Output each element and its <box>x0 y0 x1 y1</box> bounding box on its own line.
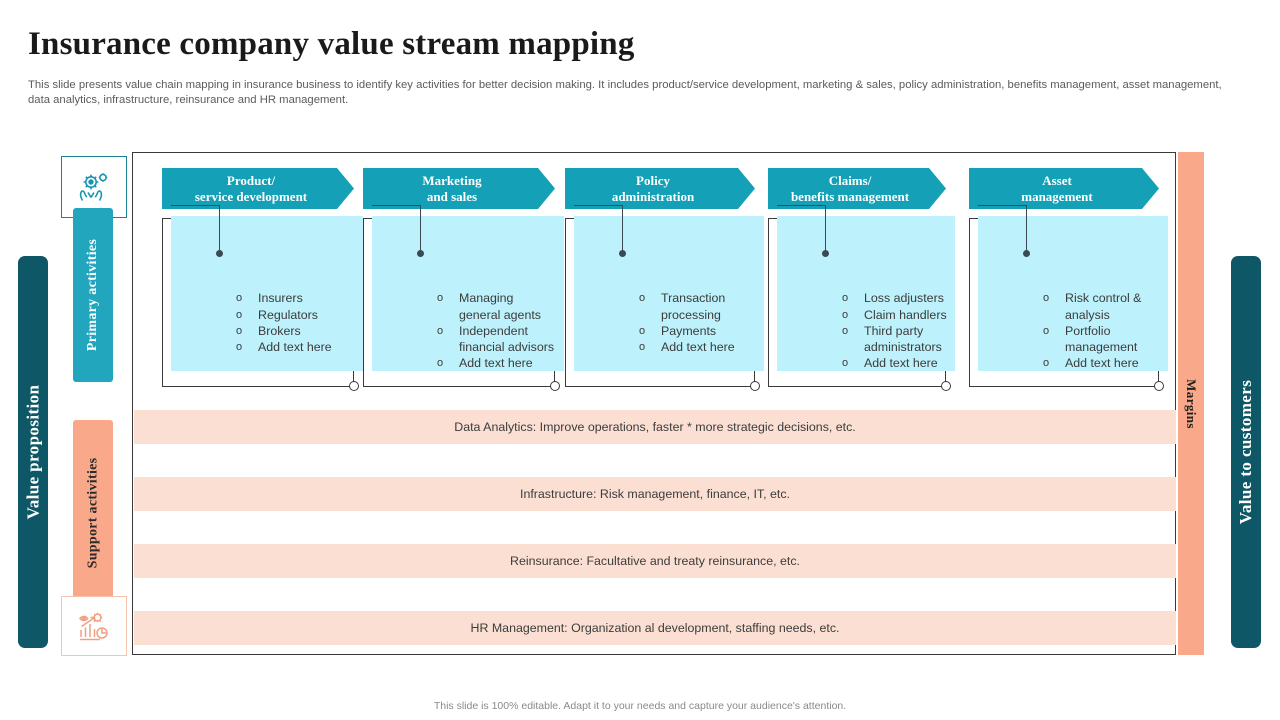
primary-column-1: Product/service developmentInsurersRegul… <box>162 168 363 391</box>
bullet-item: Claim handlers <box>840 307 947 323</box>
connector-dot <box>619 250 626 257</box>
connector-vertical <box>420 205 422 255</box>
connector-horizontal <box>171 205 220 207</box>
column-content-box: Managing general agentsIndependent finan… <box>363 205 564 391</box>
connector-vertical <box>825 205 827 255</box>
bullet-item: Third party administrators <box>840 323 947 355</box>
content-panel[interactable]: Risk control & analysisPortfolio managem… <box>978 205 1168 372</box>
support-band-3[interactable]: Reinsurance: Facultative and treaty rein… <box>134 544 1176 578</box>
content-panel[interactable]: Transaction processingPaymentsAdd text h… <box>574 205 764 371</box>
connector-horizontal <box>978 205 1027 207</box>
connector-end-circle <box>1154 381 1164 391</box>
connector-dot <box>822 250 829 257</box>
connector-dot <box>417 250 424 257</box>
content-panel[interactable]: Managing general agentsIndependent finan… <box>372 205 564 372</box>
bullet-item: Insurers <box>234 290 355 306</box>
support-activities-label: Support activities <box>85 457 101 569</box>
primary-activities-label: Primary activities <box>85 238 100 352</box>
support-band-2[interactable]: Infrastructure: Risk management, finance… <box>134 477 1176 511</box>
bullet-item: Payments <box>637 323 756 339</box>
primary-activities-icon-box <box>61 156 127 218</box>
bullet-item: Independent financial advisors <box>435 323 556 355</box>
bullet-item: Brokers <box>234 323 355 339</box>
connector-vertical <box>622 205 624 255</box>
support-activities-bar: Support activities <box>73 420 113 606</box>
margins-bar: Margins <box>1178 152 1204 655</box>
bullet-list: InsurersRegulatorsBrokersAdd text here <box>194 290 355 355</box>
column-content-box: InsurersRegulatorsBrokersAdd text here <box>162 205 363 391</box>
page-title: Insurance company value stream mapping <box>28 26 635 62</box>
bullet-item: Add text here <box>435 355 556 371</box>
value-to-customers-bar: Value to customers <box>1231 256 1261 648</box>
connector-vertical <box>1026 205 1028 255</box>
support-band-4[interactable]: HR Management: Organization al developme… <box>134 611 1176 645</box>
primary-column-4: Claims/benefits managementLoss adjusters… <box>768 168 955 391</box>
bullet-item: Add text here <box>234 339 355 355</box>
footer-note: This slide is 100% editable. Adapt it to… <box>433 700 847 712</box>
support-band-1[interactable]: Data Analytics: Improve operations, fast… <box>134 410 1176 444</box>
value-proposition-bar: Value proposition <box>18 256 48 648</box>
connector-dot <box>1023 250 1030 257</box>
primary-activities-bar: Primary activities <box>73 208 113 382</box>
bullet-item: Regulators <box>234 307 355 323</box>
connector-dot <box>216 250 223 257</box>
content-panel[interactable]: Loss adjustersClaim handlersThird party … <box>777 205 955 372</box>
bullet-list: Managing general agentsIndependent finan… <box>395 290 556 371</box>
column-title-line1: Policy <box>636 172 670 188</box>
primary-column-3: PolicyadministrationTransaction processi… <box>565 168 764 391</box>
column-title-line1: Marketing <box>422 172 482 188</box>
connector-end-circle <box>941 381 951 391</box>
bullet-list: Risk control & analysisPortfolio managem… <box>1001 290 1160 371</box>
bullet-list: Transaction processingPaymentsAdd text h… <box>597 290 756 355</box>
bullet-item: Add text here <box>840 355 947 371</box>
bullet-item: Add text here <box>637 339 756 355</box>
connector-horizontal <box>372 205 421 207</box>
column-title-line2: benefits management <box>790 188 910 204</box>
gear-in-hands-icon <box>79 173 108 201</box>
value-to-customers-label: Value to customers <box>1236 379 1256 525</box>
connector-end-circle <box>349 381 359 391</box>
column-header-chevron[interactable]: Claims/benefits management <box>768 168 946 209</box>
support-activities-icon-box <box>61 596 127 656</box>
content-panel[interactable]: InsurersRegulatorsBrokersAdd text here <box>171 205 363 371</box>
bullet-item: Transaction processing <box>637 290 756 322</box>
column-title-line1: Product/ <box>226 172 276 188</box>
bullet-item: Loss adjusters <box>840 290 947 306</box>
column-header-chevron[interactable]: Product/service development <box>162 168 354 209</box>
column-title-line1: Asset <box>1042 172 1072 188</box>
column-title-line2: and sales <box>426 188 478 204</box>
column-title-line2: service development <box>194 188 308 204</box>
column-content-box: Transaction processingPaymentsAdd text h… <box>565 205 764 391</box>
connector-horizontal <box>777 205 826 207</box>
column-title-line2: administration <box>611 188 695 204</box>
column-title-line2: management <box>1021 188 1093 204</box>
column-content-box: Loss adjustersClaim handlersThird party … <box>768 205 955 391</box>
value-proposition-label: Value proposition <box>23 384 43 520</box>
analytics-chart-icon <box>79 612 108 640</box>
margins-label: Margins <box>1184 378 1199 429</box>
bullet-list: Loss adjustersClaim handlersThird party … <box>800 290 947 371</box>
connector-end-circle <box>550 381 560 391</box>
bullet-item: Add text here <box>1041 355 1160 371</box>
connector-horizontal <box>574 205 623 207</box>
connector-end-circle <box>750 381 760 391</box>
primary-column-5: AssetmanagementRisk control & analysisPo… <box>969 168 1168 391</box>
bullet-item: Risk control & analysis <box>1041 290 1160 322</box>
bullet-item: Managing general agents <box>435 290 556 322</box>
column-title-line1: Claims/ <box>828 172 872 188</box>
bullet-item: Portfolio management <box>1041 323 1160 355</box>
page-subtitle: This slide presents value chain mapping … <box>28 79 1222 106</box>
column-content-box: Risk control & analysisPortfolio managem… <box>969 205 1168 391</box>
connector-vertical <box>219 205 221 255</box>
